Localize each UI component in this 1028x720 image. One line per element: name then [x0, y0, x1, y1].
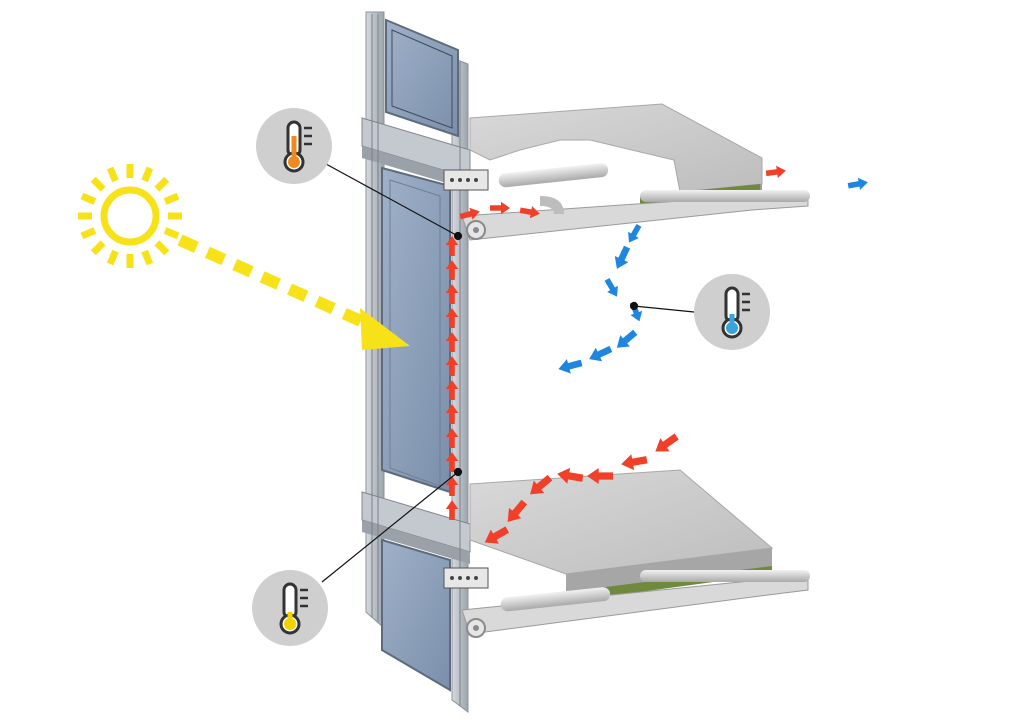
upper-glass-inner	[391, 29, 453, 129]
lower-profile-details	[450, 576, 478, 580]
upper-profile-details	[450, 178, 478, 182]
cool-air-arrow	[614, 245, 631, 269]
warm-air-arrow	[445, 428, 459, 448]
warm-air-arrow	[587, 467, 613, 485]
warm-air-arrow	[519, 206, 540, 219]
warm-air-arrow	[445, 476, 459, 496]
lower-duct-right	[640, 570, 810, 582]
cool-air-arrow	[616, 329, 638, 348]
sun-beam	[177, 234, 410, 350]
warm-air-arrow	[507, 499, 528, 522]
warm-air-arrow	[445, 332, 459, 352]
thermometer-lukewarm-icon	[279, 582, 308, 635]
leader-upper-left	[325, 163, 459, 237]
warm-air-arrow	[445, 356, 459, 376]
warm-air-arrow	[445, 452, 459, 472]
sun-beam-line	[177, 234, 375, 332]
warm-air-arrow	[621, 454, 648, 471]
cool-air-arrow	[847, 177, 868, 190]
cool-air-arrow	[558, 359, 583, 374]
sun-icon	[78, 164, 182, 268]
leader-right	[633, 305, 695, 313]
thermometer-cool-icon	[721, 286, 750, 339]
lower-floor	[443, 469, 810, 638]
cool-air-arrow	[628, 223, 642, 243]
warm-air-arrow	[445, 284, 459, 304]
sun-ray	[154, 176, 170, 192]
lower-transom-front	[362, 520, 470, 564]
upper-duct-right	[640, 190, 810, 202]
warm-air-arrow	[490, 201, 510, 215]
lower-glass-pane	[381, 538, 451, 692]
sun-ray	[163, 227, 180, 240]
warm-air-arrow	[530, 474, 553, 495]
warm-air-arrow	[445, 404, 459, 424]
sun-ray	[141, 166, 154, 183]
lower-duct-left	[500, 587, 611, 612]
warm-air-arrow	[765, 165, 786, 179]
lower-fan-hub	[473, 625, 479, 631]
cool-air-arrows	[558, 177, 868, 374]
warm-air-arrow	[655, 433, 679, 452]
warm-air-arrow	[557, 467, 584, 484]
sun-rays	[78, 164, 182, 268]
sun-ray	[90, 240, 106, 256]
leader-lower-left	[321, 471, 459, 583]
warm-air-arrow	[459, 207, 480, 220]
upper-duct-elbow	[540, 196, 564, 214]
sun-ray	[163, 192, 180, 205]
sun-ray	[90, 176, 106, 192]
upper-duct-left	[498, 163, 609, 188]
warm-air-arrows	[445, 165, 786, 544]
sun-beam-arrowhead	[360, 308, 410, 350]
sun-ray	[80, 192, 97, 205]
thermometer-warm-icon	[283, 120, 312, 173]
warm-air-arrow	[445, 260, 459, 280]
sun-ray	[106, 166, 119, 183]
leader-lower-left-dot	[453, 467, 463, 477]
warm-air-arrow	[445, 500, 459, 520]
warm-air-arrow	[484, 526, 510, 544]
leader-lines	[321, 163, 695, 583]
sun-ray	[154, 240, 170, 256]
upper-transom-front	[362, 146, 470, 190]
warm-air-arrow	[445, 236, 459, 256]
sun-core	[100, 186, 160, 246]
leader-right-dot	[629, 301, 639, 311]
cool-air-arrow	[589, 345, 613, 362]
sun-ray	[141, 249, 154, 266]
warm-air-arrow	[445, 380, 459, 400]
upper-slab-top	[469, 103, 763, 193]
thermometer-badge-upper	[256, 108, 332, 184]
thermometer-badge-lower	[252, 570, 328, 646]
leader-upper-left-dot	[453, 231, 463, 241]
sun-ray	[106, 249, 119, 266]
cool-air-arrow	[604, 277, 618, 297]
thermometer-badge-right	[694, 274, 770, 350]
warm-air-arrow	[445, 308, 459, 328]
upper-floor	[443, 103, 810, 241]
upper-fan-hub	[473, 227, 479, 233]
sun-ray	[80, 227, 97, 240]
upper-glass-pane	[385, 18, 459, 138]
